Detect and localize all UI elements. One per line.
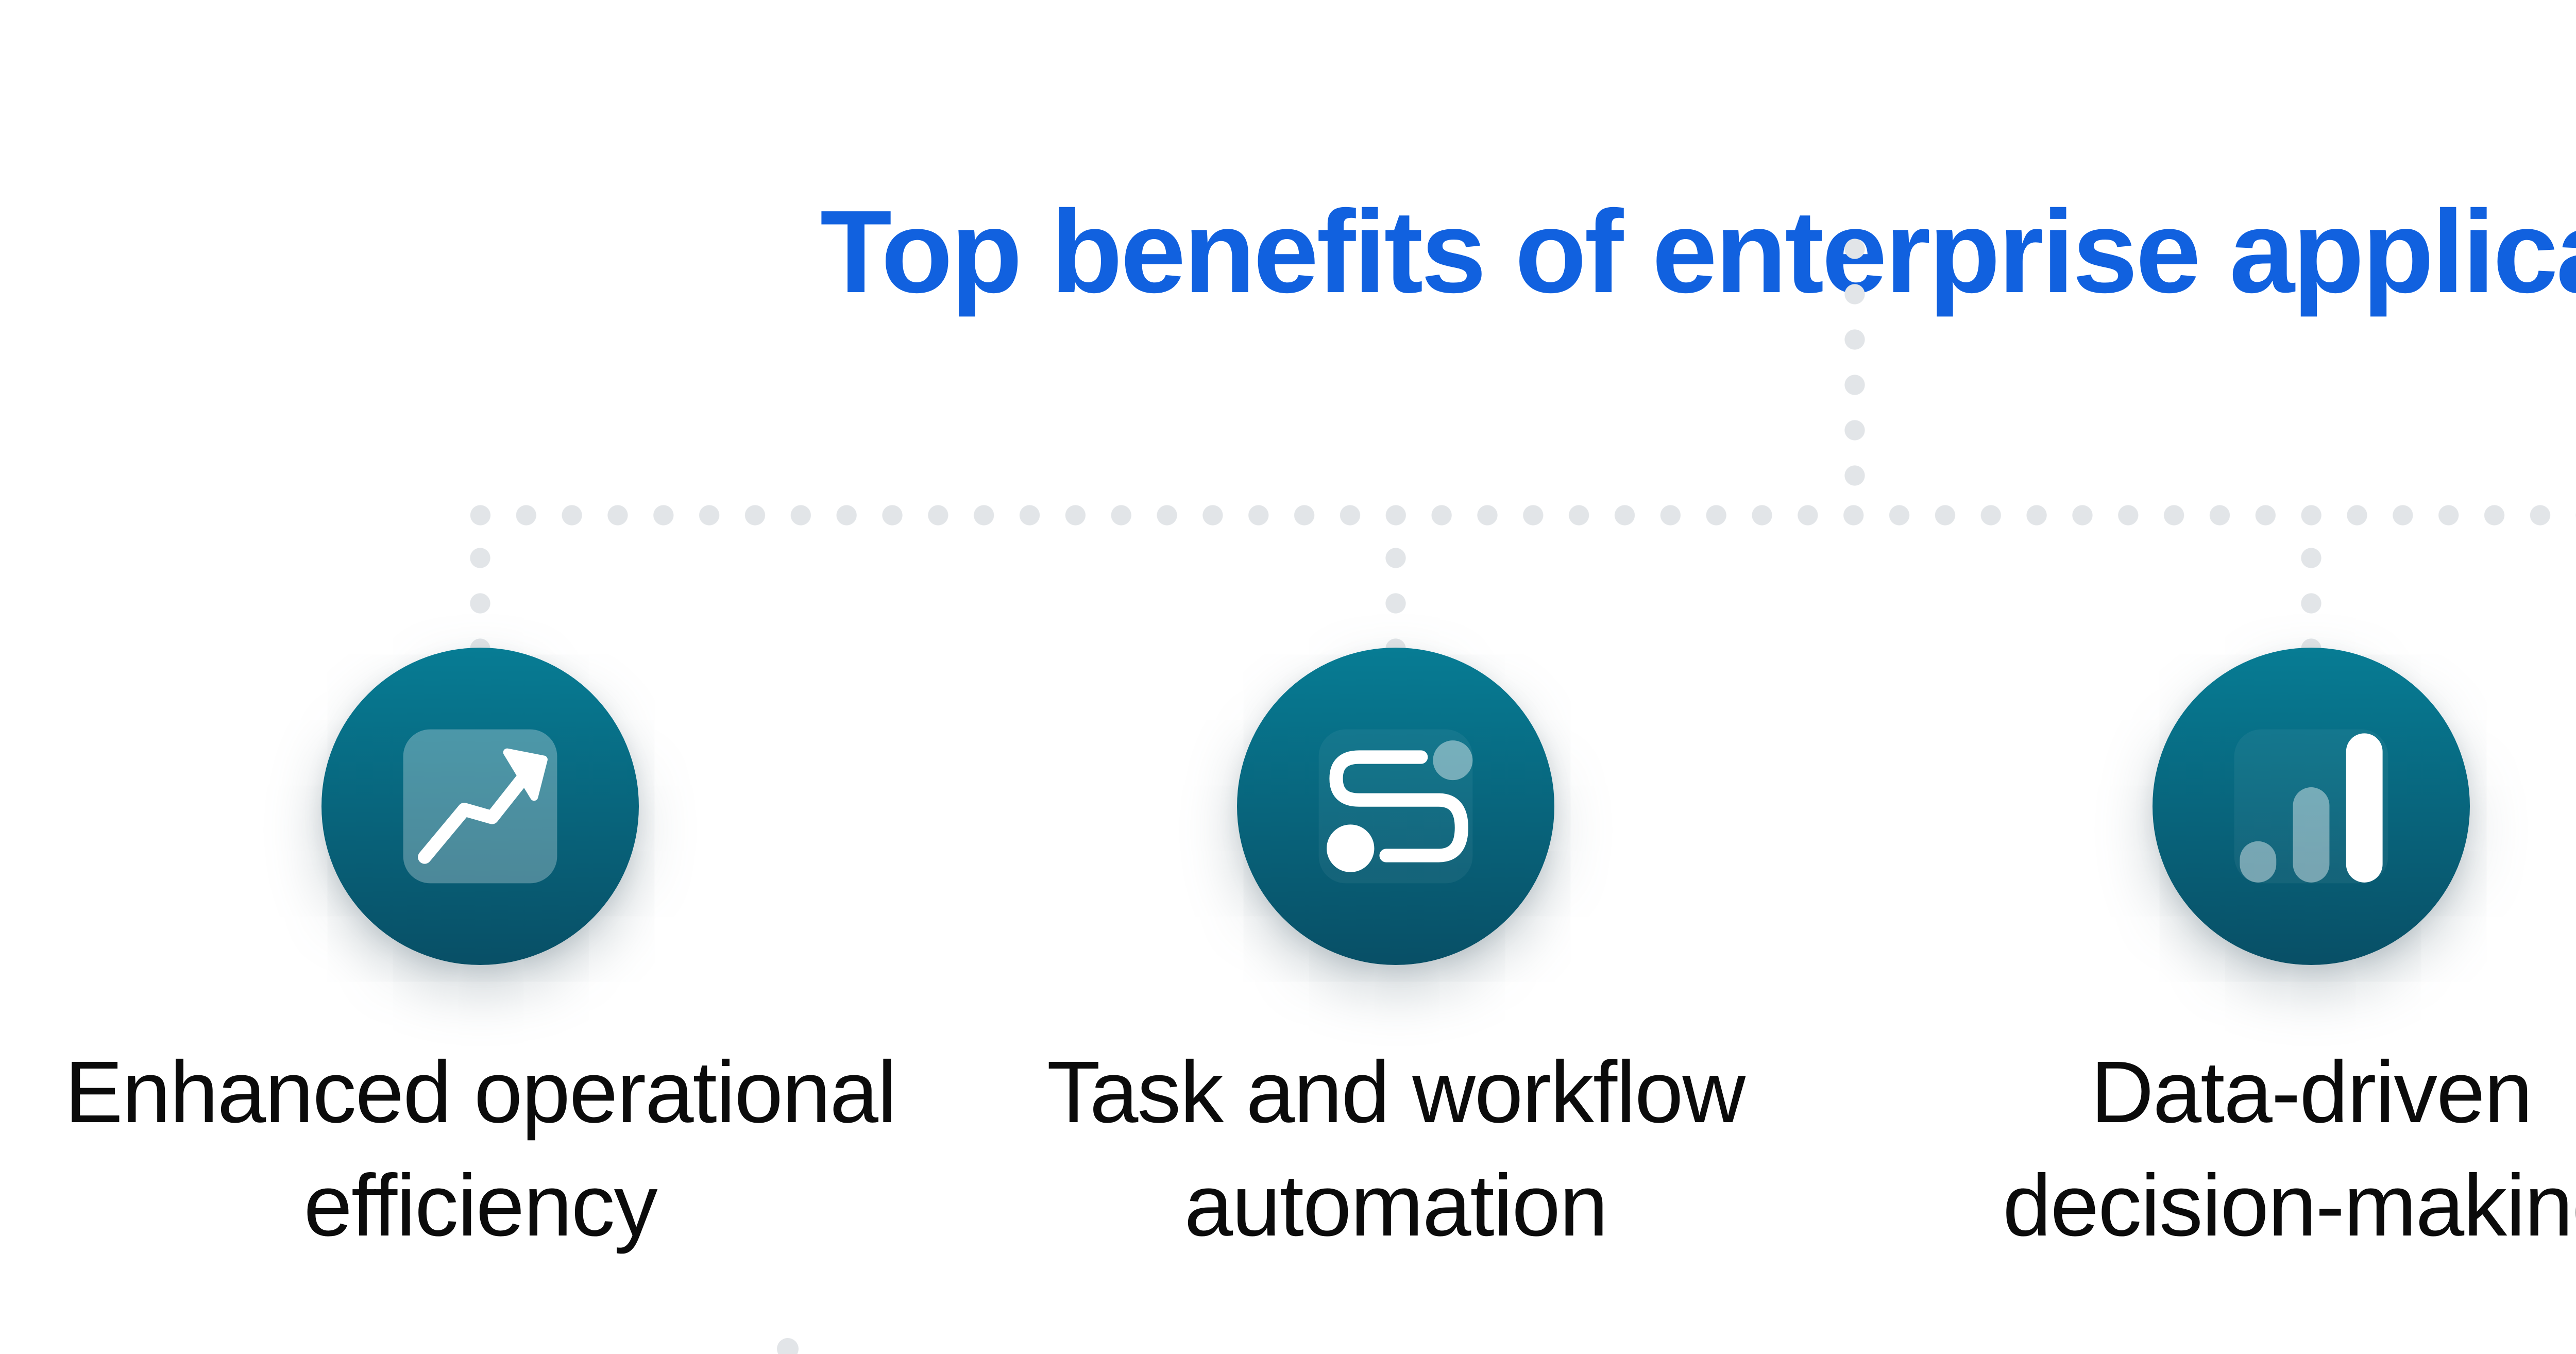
title-drop-connector-dots (1844, 226, 1865, 500)
benefit-label-1-line-2: efficiency (303, 1157, 657, 1255)
benefit-icon-circle-2 (1237, 648, 1554, 965)
benefit-icon-circle-1 (321, 648, 639, 965)
benefit-icon-circle-3 (2153, 648, 2470, 965)
trend-up-icon (403, 729, 557, 884)
bar-chart-icon (2234, 729, 2388, 884)
benefit-label-3-line-2: decision-making (2003, 1157, 2576, 1255)
benefit-label-2-line-1: Task and workflow (1046, 1043, 1745, 1141)
benefit-label-2-line-2: automation (1184, 1157, 1608, 1255)
workflow-icon (1318, 729, 1473, 884)
benefit-label-2: Task and workflow automation (932, 1036, 1859, 1262)
horizontal-connector-dots (457, 505, 2576, 526)
benefit-label-1: Enhanced operational efficiency (16, 1036, 944, 1262)
page-title: Top benefits of enterprise applications (820, 186, 2576, 317)
benefit-label-3-line-1: Data-driven (2090, 1043, 2533, 1141)
clipped-connector-dot-left (777, 1338, 799, 1354)
benefit-label-1-line-1: Enhanced operational (64, 1043, 896, 1141)
benefit-label-3: Data-driven decision-making (1848, 1036, 2576, 1262)
